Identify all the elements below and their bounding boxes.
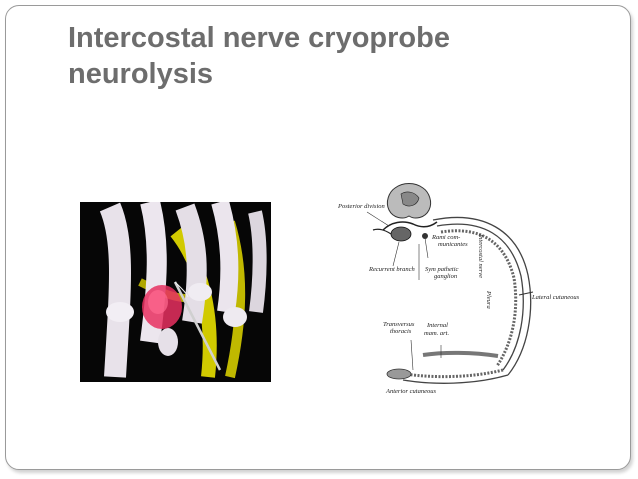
- intercostal-nerve-diagram: [333, 180, 593, 400]
- label-sympathetic-ganglion-2: ganglion: [434, 273, 458, 280]
- label-internal-mam-1: Internal: [427, 322, 448, 329]
- label-rami-communicantes-1: Rami com-: [432, 234, 461, 241]
- label-pleura: Pleura: [485, 291, 492, 309]
- label-lateral-cutaneous: Lateral cutaneous: [532, 294, 580, 301]
- slide-title-line-1: Intercostal nerve cryoprobe: [68, 22, 450, 54]
- label-posterior-division: Posterior division: [338, 203, 385, 210]
- label-transversus-2: thoracis: [390, 328, 412, 335]
- label-transversus-1: Transversus: [383, 321, 415, 328]
- slide-title-line-2: neurolysis: [68, 58, 214, 90]
- label-sympathetic-ganglion-1: Sym pathetic: [425, 266, 459, 273]
- label-rami-communicantes-2: municantes: [438, 241, 468, 248]
- label-intercostal-nerve: Intercostal nerve: [477, 234, 484, 278]
- spine-model-photo: [80, 202, 271, 382]
- label-internal-mam-2: mam. art.: [424, 330, 450, 337]
- label-recurrent-branch: Recurrent branch: [369, 266, 415, 273]
- label-anterior-cutaneous: Anterior cutaneous: [386, 388, 437, 395]
- slide-title: Intercostal nerve cryoprobe neurolysis: [68, 20, 538, 92]
